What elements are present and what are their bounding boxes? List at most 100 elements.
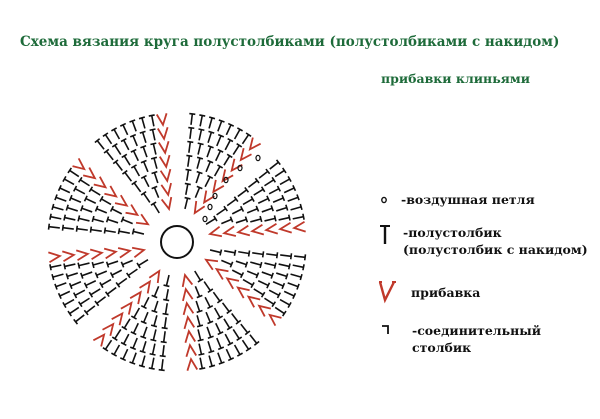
hdc-stitch-top bbox=[150, 156, 158, 160]
hdc-stitch bbox=[101, 278, 112, 286]
hdc-stitch-top bbox=[150, 201, 157, 206]
hdc-stitch bbox=[205, 311, 212, 323]
increase-stitch bbox=[62, 250, 76, 262]
hdc-stitch-top bbox=[148, 114, 155, 117]
hdc-stitch-top bbox=[276, 185, 281, 192]
hdc-stitch bbox=[64, 178, 75, 186]
hdc-stitch-top bbox=[285, 204, 289, 211]
hdc-stitch-top bbox=[103, 227, 107, 234]
hdc-stitch bbox=[50, 215, 62, 220]
hdc-stitch bbox=[268, 187, 280, 195]
hdc-stitch-top bbox=[250, 195, 255, 202]
hdc-stitch bbox=[187, 155, 191, 167]
hdc-stitch bbox=[292, 264, 304, 269]
hdc-stitch bbox=[163, 317, 167, 329]
hdc-stitch bbox=[70, 197, 82, 203]
hdc-stitch bbox=[185, 183, 189, 195]
hdc-stitch-top bbox=[102, 346, 109, 352]
hdc-stitch bbox=[194, 286, 201, 297]
hdc-stitch bbox=[269, 161, 279, 170]
hdc-stitch-top bbox=[281, 167, 287, 174]
hdc-stitch-top bbox=[130, 148, 137, 153]
hdc-stitch-top bbox=[111, 352, 118, 357]
hdc-stitch-top bbox=[218, 119, 225, 123]
hdc-stitch-top bbox=[150, 324, 158, 328]
hdc-stitch-top bbox=[207, 174, 214, 180]
hdc-stitch bbox=[238, 250, 250, 255]
hdc-stitch bbox=[152, 203, 160, 214]
hdc-stitch-top bbox=[292, 292, 297, 300]
hdc-stitch bbox=[207, 132, 213, 143]
hdc-stitch-top bbox=[198, 128, 205, 132]
hdc-stitch-top bbox=[255, 272, 260, 279]
hdc-stitch-top bbox=[196, 156, 204, 160]
chain-stitch bbox=[212, 192, 218, 200]
hdc-stitch-top bbox=[105, 216, 110, 223]
hdc-stitch-top bbox=[120, 138, 127, 143]
hdc-stitch-top bbox=[281, 194, 286, 202]
hdc-stitch-top bbox=[236, 352, 243, 357]
hdc-stitch-top bbox=[140, 145, 147, 149]
hdc-stitch-top bbox=[68, 194, 73, 202]
hdc-stitch-top bbox=[73, 185, 78, 192]
hdc-stitch bbox=[141, 132, 147, 143]
hdc-stitch-top bbox=[140, 304, 147, 310]
hdc-stitch bbox=[290, 273, 302, 278]
increase-stitch bbox=[182, 301, 195, 316]
diagram-title: Схема вязания круга полустолбиками (полу… bbox=[20, 34, 560, 50]
hdc-stitch bbox=[199, 357, 204, 369]
hdc-stitch-top bbox=[138, 116, 146, 120]
hdc-stitch-top bbox=[185, 168, 192, 172]
legend-label-increase: прибавка bbox=[411, 285, 481, 300]
legend-label-slip-stitch: -соединительный столбик bbox=[412, 323, 542, 355]
hdc-stitch-top bbox=[265, 168, 271, 175]
hdc-stitch bbox=[189, 127, 193, 139]
hdc-stitch bbox=[198, 343, 203, 355]
hdc-stitch bbox=[64, 263, 76, 268]
hdc-stitch bbox=[290, 206, 302, 211]
hdc-stitch bbox=[206, 326, 212, 338]
hdc-stitch bbox=[247, 179, 258, 188]
hdc-stitch bbox=[142, 311, 149, 323]
increase-stitch bbox=[111, 311, 124, 326]
hdc-stitch bbox=[276, 272, 287, 278]
increase-stitch bbox=[193, 200, 206, 215]
hdc-stitch bbox=[217, 120, 223, 132]
hdc-stitch bbox=[258, 170, 269, 179]
chain-icon bbox=[381, 196, 387, 204]
hdc-stitch-top bbox=[217, 133, 225, 138]
hdc-stitch-top bbox=[120, 216, 125, 223]
hdc-stitch-top bbox=[245, 132, 252, 138]
increase-stitch bbox=[160, 196, 173, 212]
increase-stitch bbox=[160, 182, 172, 197]
hdc-stitch-top bbox=[247, 250, 251, 257]
hdc-stitch bbox=[153, 187, 160, 198]
increase-stitch bbox=[72, 157, 86, 171]
hdc-stitch-top bbox=[104, 291, 110, 298]
hdc-stitch bbox=[224, 139, 232, 151]
increase-stitch bbox=[120, 301, 133, 315]
hdc-stitch-top bbox=[115, 281, 121, 288]
hdc-stitch bbox=[64, 298, 75, 306]
hdc-stitch bbox=[96, 296, 107, 305]
hdc-stitch-top bbox=[163, 284, 170, 288]
hdc-stitch-top bbox=[273, 262, 277, 269]
hdc-stitch bbox=[194, 270, 202, 281]
hdc-stitch bbox=[198, 129, 203, 141]
increase-stitch bbox=[117, 247, 132, 259]
hdc-stitch-top bbox=[120, 341, 127, 346]
hdc-stitch bbox=[280, 254, 292, 258]
hdc-stitch-top bbox=[129, 361, 136, 365]
increase-stitch bbox=[82, 167, 97, 180]
hdc-stitch bbox=[92, 218, 104, 223]
hdc-stitch-top bbox=[80, 272, 84, 279]
hdc-stitch bbox=[257, 280, 269, 287]
hdc-stitch bbox=[278, 216, 290, 221]
hdc-stitch-top bbox=[287, 214, 291, 221]
hdc-stitch bbox=[231, 208, 243, 215]
increase-stitch bbox=[75, 249, 90, 261]
hdc-stitch bbox=[131, 352, 137, 364]
hdc-stitch-top bbox=[197, 278, 204, 283]
hdc-stitch-top bbox=[292, 184, 297, 192]
